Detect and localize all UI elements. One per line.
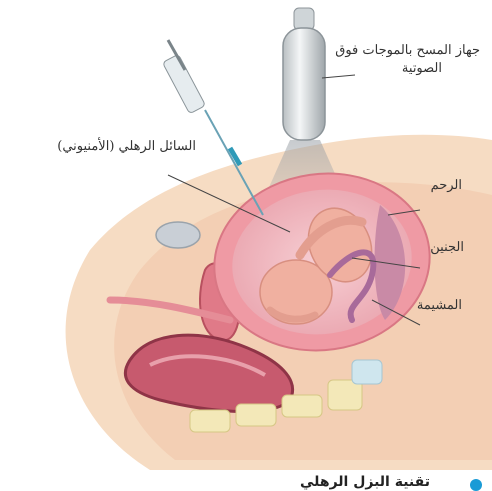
caption-bullet <box>470 479 482 491</box>
label-amniotic-fluid: السائل الرهلي (الأمنيوني) <box>57 138 196 155</box>
ultrasound-probe <box>283 8 325 140</box>
label-probe-line2: الصوتية <box>402 60 442 77</box>
label-placenta: المشيمة <box>417 297 462 314</box>
label-fetus: الجنين <box>430 239 464 256</box>
bladder <box>156 222 200 248</box>
leader-probe <box>322 75 355 78</box>
label-probe-line1: جهاز المسح بالموجات فوق <box>335 42 480 59</box>
figure-caption: تقنية البزل الرهلي <box>300 474 430 490</box>
label-uterus: الرحم <box>431 177 462 194</box>
